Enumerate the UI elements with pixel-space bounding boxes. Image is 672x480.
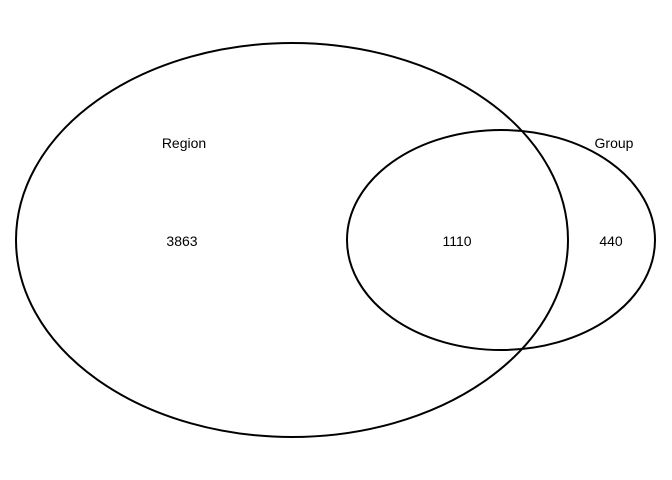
intersection-count: 1110: [442, 233, 471, 249]
region-set-label: Region: [162, 135, 206, 151]
region-only-count: 3863: [166, 233, 197, 249]
region-set-ellipse: [15, 42, 569, 438]
group-only-count: 440: [599, 233, 623, 249]
group-set-ellipse: [346, 129, 656, 351]
group-set-label: Group: [595, 135, 634, 151]
